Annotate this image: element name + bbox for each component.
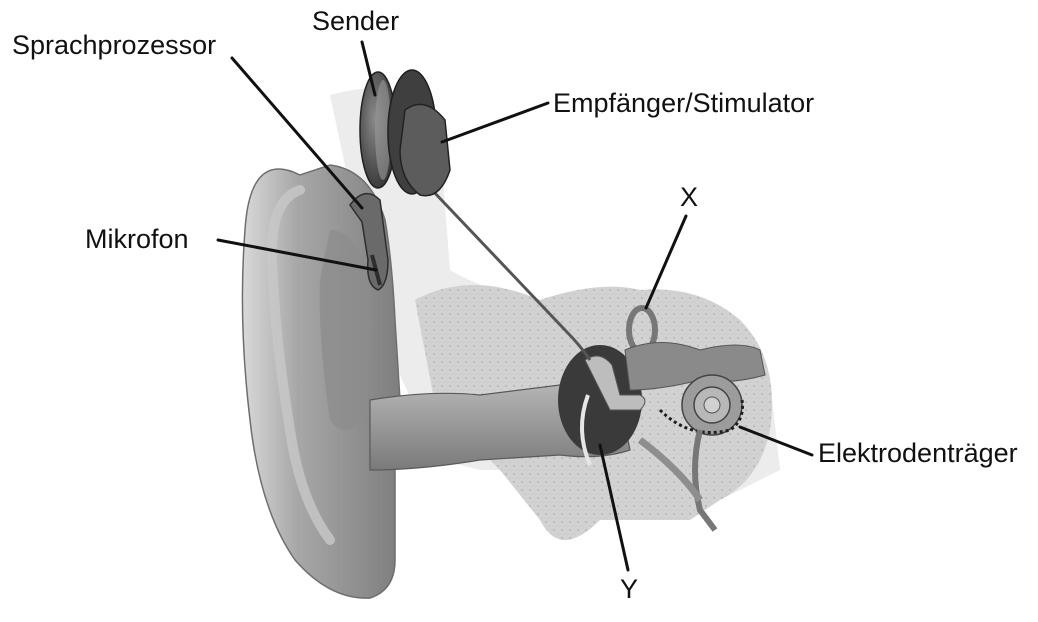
label-sprachprozessor: Sprachprozessor bbox=[12, 30, 216, 60]
receiver-body bbox=[400, 104, 450, 195]
leader-empfaenger bbox=[442, 103, 548, 142]
label-sender: Sender bbox=[312, 6, 399, 36]
label-x: X bbox=[680, 182, 698, 212]
label-empfaenger-stimulator: Empfänger/Stimulator bbox=[553, 88, 814, 118]
label-mikrofon: Mikrofon bbox=[85, 224, 189, 254]
label-elektrodentraeger: Elektrodenträger bbox=[818, 438, 1018, 468]
cochlea-core bbox=[704, 397, 720, 413]
label-y: Y bbox=[620, 574, 638, 604]
